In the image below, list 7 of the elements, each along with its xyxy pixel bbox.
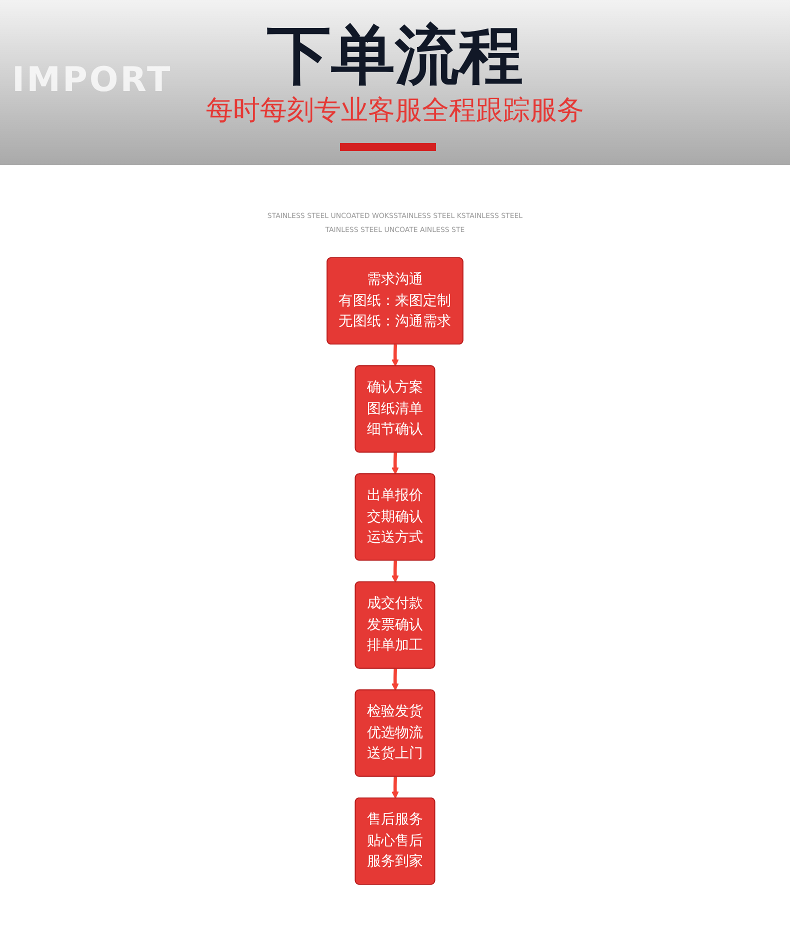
arrow [392, 452, 399, 474]
arrow [392, 668, 399, 691]
arrow [392, 776, 399, 799]
arrow [392, 344, 399, 366]
arrow [392, 560, 399, 582]
title: 下单流程 [267, 18, 523, 94]
subtitle: 每时每刻专业客服全程跟踪服务 [206, 94, 584, 128]
